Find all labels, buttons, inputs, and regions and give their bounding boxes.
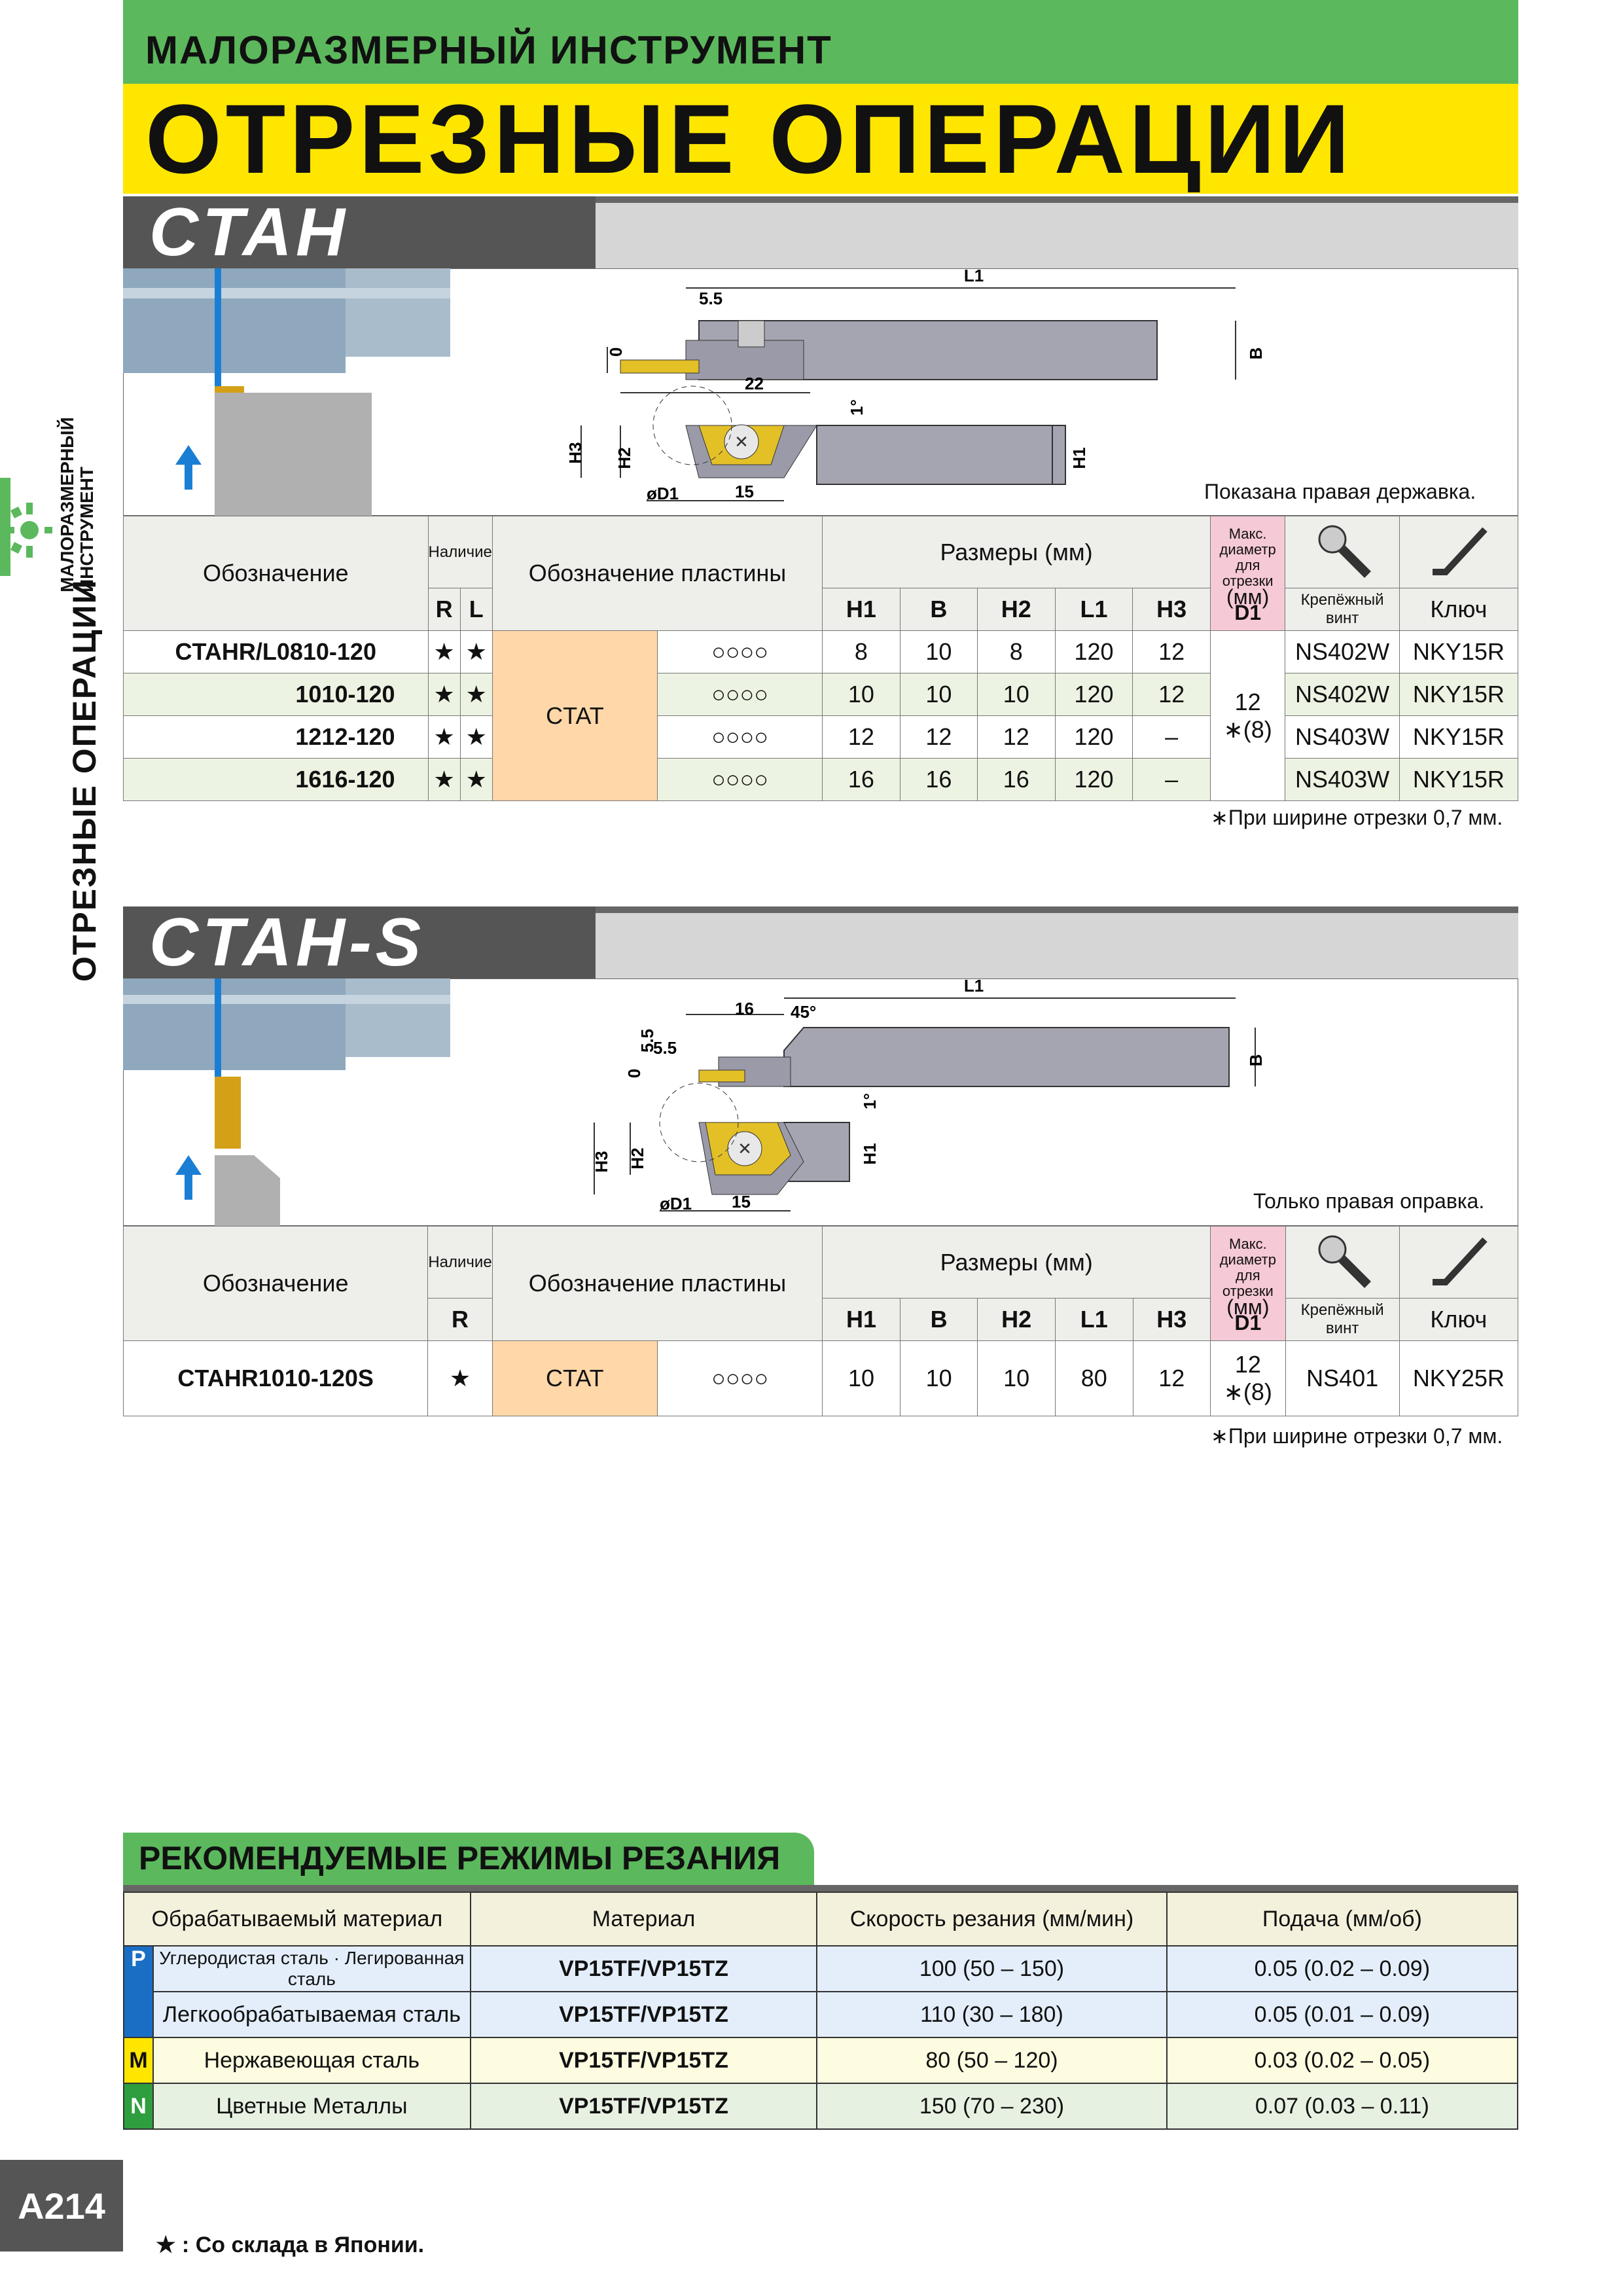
- feed-arrow-icon: [175, 445, 202, 465]
- svg-text:1°: 1°: [847, 399, 866, 416]
- hex-key-icon: [1432, 527, 1488, 575]
- svg-text:16: 16: [735, 999, 754, 1018]
- th-avail: Наличие: [427, 516, 493, 588]
- svg-text:H1: H1: [1069, 447, 1089, 469]
- table-row: N Цветные Металлы VP15TF/VP15TZ 150 (70 …: [123, 2083, 1519, 2130]
- feed-arrow-icon: [175, 1155, 202, 1175]
- svg-text:15: 15: [732, 1192, 751, 1211]
- section1-caption: Показана правая державка.: [1204, 480, 1476, 503]
- insert-ctat: CTAT: [491, 630, 658, 801]
- svg-text:H2: H2: [615, 447, 634, 469]
- svg-text:øD1: øD1: [647, 484, 679, 503]
- recommend-rule: [123, 1885, 1518, 1892]
- svg-text:L1: L1: [964, 978, 984, 996]
- th-screw-img: [1285, 516, 1400, 588]
- svg-text:B: B: [1246, 1054, 1266, 1067]
- svg-text:22: 22: [745, 374, 764, 393]
- recommend-title: РЕКОМЕНДУЕМЫЕ РЕЖИМЫ РЕЗАНИЯ: [139, 1840, 781, 1876]
- dim-l1: L1: [964, 268, 984, 285]
- maxdia-cell: 12∗(8): [1209, 630, 1286, 801]
- section1-title-block: [123, 196, 596, 271]
- tag-m: M: [123, 2037, 154, 2084]
- section1-drawing: ✕ L1 B H1 H2 H3 øD1 5.5 0 22 15 1°: [123, 268, 1518, 516]
- svg-text:øD1: øD1: [660, 1194, 692, 1213]
- recommend-bar: [123, 1833, 814, 1886]
- table-row: Легкообрабатываемая сталь VP15TF/VP15TZ …: [124, 1991, 1519, 2038]
- th-sizes: Размеры (мм): [822, 516, 1211, 588]
- side-section-label: ОТРЕЗНЫЕ ОПЕРАЦИИ: [66, 579, 103, 982]
- svg-text:0: 0: [624, 1069, 644, 1078]
- svg-text:H3: H3: [592, 1151, 611, 1172]
- section1-title: CTAH: [149, 194, 349, 270]
- section1-note: ∗При ширине отрезки 0,7 мм.: [1211, 806, 1503, 829]
- header-green-band: [123, 0, 1518, 84]
- page-number: A214: [0, 2160, 123, 2251]
- section2-title-block: [123, 906, 596, 981]
- recommend-table: Обрабатываемый материал Материал Скорост…: [123, 1892, 1519, 2130]
- tag-n: N: [123, 2083, 154, 2130]
- svg-text:B: B: [1246, 348, 1266, 360]
- svg-text:5.5: 5.5: [653, 1038, 677, 1058]
- svg-text:45°: 45°: [791, 1002, 816, 1022]
- table-row: M Нержавеющая сталь VP15TF/VP15TZ 80 (50…: [123, 2037, 1519, 2084]
- th-insert: Обозначение пластины: [491, 516, 823, 631]
- section2-title: CTAH-S: [149, 905, 425, 980]
- th-designation: Обозначение: [123, 516, 429, 631]
- footnote: ★ : Со склада в Японии.: [156, 2233, 425, 2257]
- gear-logo-icon: [3, 503, 52, 558]
- svg-text:H3: H3: [565, 442, 585, 463]
- section1-table: Обозначение Наличие Обозначение пластины…: [123, 516, 1519, 801]
- svg-text:H2: H2: [628, 1147, 647, 1169]
- table-row: P Углеродистая сталь · Легированная стал…: [123, 1945, 1519, 2038]
- section2-drawing: ✕ L1 B H1 H2 H3 øD1 5.5 5.5 0 16 45° 15 …: [123, 978, 1518, 1226]
- section2-note: ∗При ширине отрезки 0,7 мм.: [1211, 1424, 1503, 1448]
- svg-text:H1: H1: [860, 1143, 880, 1164]
- svg-text:5.5: 5.5: [637, 1029, 657, 1052]
- hex-key-icon: [1432, 1237, 1488, 1285]
- page-title: ОТРЕЗНЫЕ ОПЕРАЦИИ: [145, 84, 1354, 194]
- th-maxdia: Макс. диаметр для отрезки(мм)D1: [1210, 1226, 1286, 1341]
- svg-text:✕: ✕: [738, 1139, 752, 1159]
- svg-text:✕: ✕: [734, 433, 749, 452]
- th-key-img: [1399, 516, 1519, 588]
- header-yellow-band: [123, 84, 1518, 194]
- header-subtitle: МАЛОРАЗМЕРНЫЙ ИНСТРУМЕНТ: [145, 28, 832, 72]
- section2-caption: Только правая оправка.: [1253, 1189, 1485, 1213]
- th-maxdia: Макс. диаметр для отрезки(мм)D1: [1209, 516, 1286, 631]
- screw-icon: [1318, 525, 1371, 578]
- svg-text:5.5: 5.5: [699, 289, 722, 308]
- svg-text:15: 15: [735, 482, 754, 501]
- svg-text:1°: 1°: [860, 1093, 880, 1109]
- section2-table: Обозначение Наличие Обозначение пластины…: [122, 1226, 1519, 1416]
- tag-p: P: [123, 1945, 154, 2038]
- screw-icon: [1318, 1235, 1372, 1288]
- svg-text:0: 0: [606, 348, 626, 357]
